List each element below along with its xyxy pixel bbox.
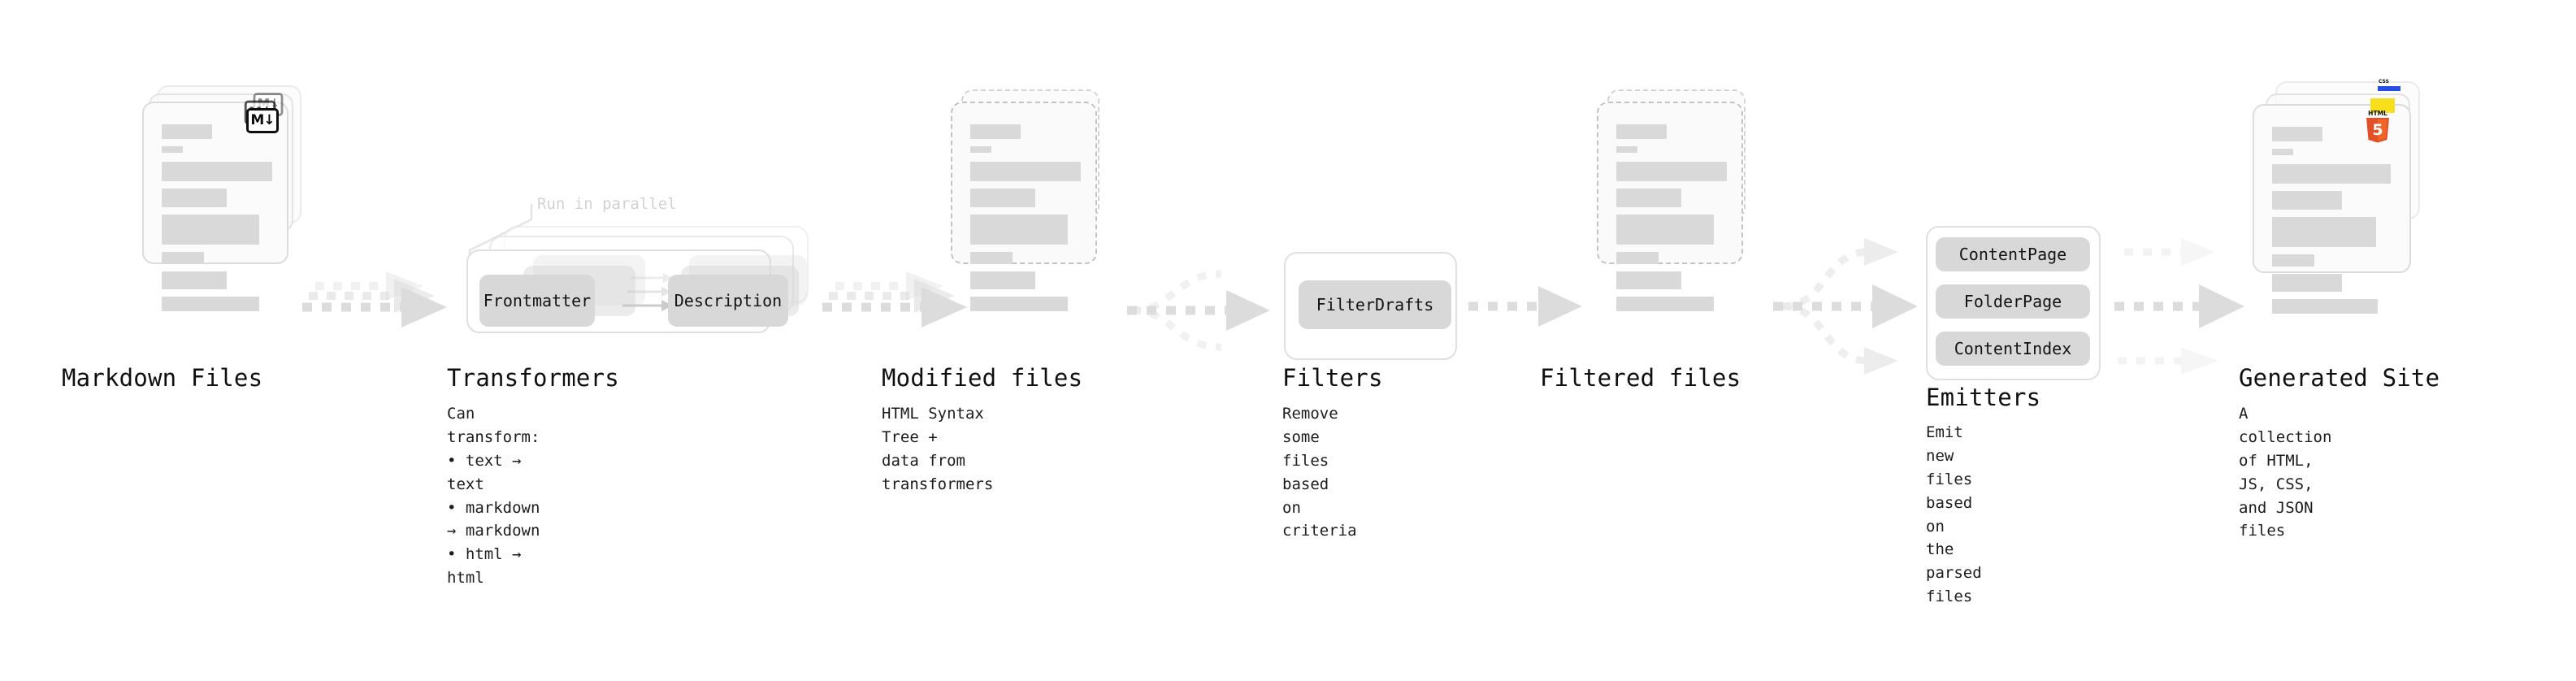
stage-title-markdown-files: Markdown Files — [62, 364, 263, 392]
document-card-front[interactable] — [951, 102, 1097, 311]
stage-title-emitters: Emitters — [1926, 384, 2041, 411]
stage-desc-emitters: Emit new files based on the parsed files — [1926, 423, 1982, 606]
svg-text:HTML: HTML — [2368, 110, 2387, 117]
connector-emitters-to-generated-site — [2114, 238, 2244, 375]
document-skeleton-lines — [162, 124, 272, 319]
generated-site-document-stack: CSS HTML — [2243, 0, 2470, 325]
stage-desc-modified-files: HTML Syntax Tree + data from transformer… — [882, 405, 994, 493]
html5-logo-icon: HTML 5 — [2366, 110, 2389, 143]
stage-desc-generated-site: A collection of HTML, JS, CSS, and JSON … — [2239, 405, 2332, 540]
chip-filterdrafts[interactable]: FilterDrafts — [1299, 280, 1451, 329]
connector-filters-to-filtered-files — [1468, 286, 1582, 327]
document-card-front[interactable] — [1597, 102, 1743, 311]
css-badge-icon: CSS — [2378, 79, 2400, 91]
connector-modified-files-to-filters — [1127, 270, 1270, 351]
document-skeleton-lines — [970, 124, 1081, 319]
stage-title-generated-site: Generated Site — [2239, 364, 2440, 392]
transformer-inner-arrows — [622, 273, 673, 311]
chip-description[interactable]: Description — [668, 275, 788, 327]
connector-markdown-to-transformers — [302, 271, 447, 327]
document-skeleton-lines — [2272, 127, 2393, 321]
svg-text:5: 5 — [2372, 121, 2383, 139]
stage-title-modified-files: Modified files — [882, 364, 1083, 392]
chip-folderpage[interactable]: FolderPage — [1936, 284, 2090, 319]
chip-contentindex[interactable]: ContentIndex — [1936, 332, 2090, 366]
stage-desc-transformers: Can transform: • text → text • markdown … — [447, 405, 540, 588]
document-skeleton-lines — [1616, 124, 1727, 319]
stage-title-transformers: Transformers — [447, 364, 619, 392]
connector-transformers-to-modified-files — [822, 271, 967, 327]
modified-document-stack — [939, 0, 1134, 325]
chip-contentpage[interactable]: ContentPage — [1936, 237, 2090, 271]
js-badge-icon — [2370, 98, 2395, 113]
markdown-badge-icon: M↓ — [246, 108, 279, 133]
run-in-parallel-label: Run in parallel — [537, 195, 677, 213]
filtered-document-stack — [1585, 0, 1780, 325]
markdown-document-stack: M↓ M↓ M↓ — [126, 0, 337, 325]
connector-filtered-files-to-emitters — [1773, 238, 1918, 375]
stage-title-filtered-files: Filtered files — [1540, 364, 1741, 392]
stage-title-filters: Filters — [1282, 364, 1383, 392]
chip-frontmatter[interactable]: Frontmatter — [479, 275, 595, 327]
stage-desc-filters: Remove some files based on criteria — [1282, 405, 1357, 540]
